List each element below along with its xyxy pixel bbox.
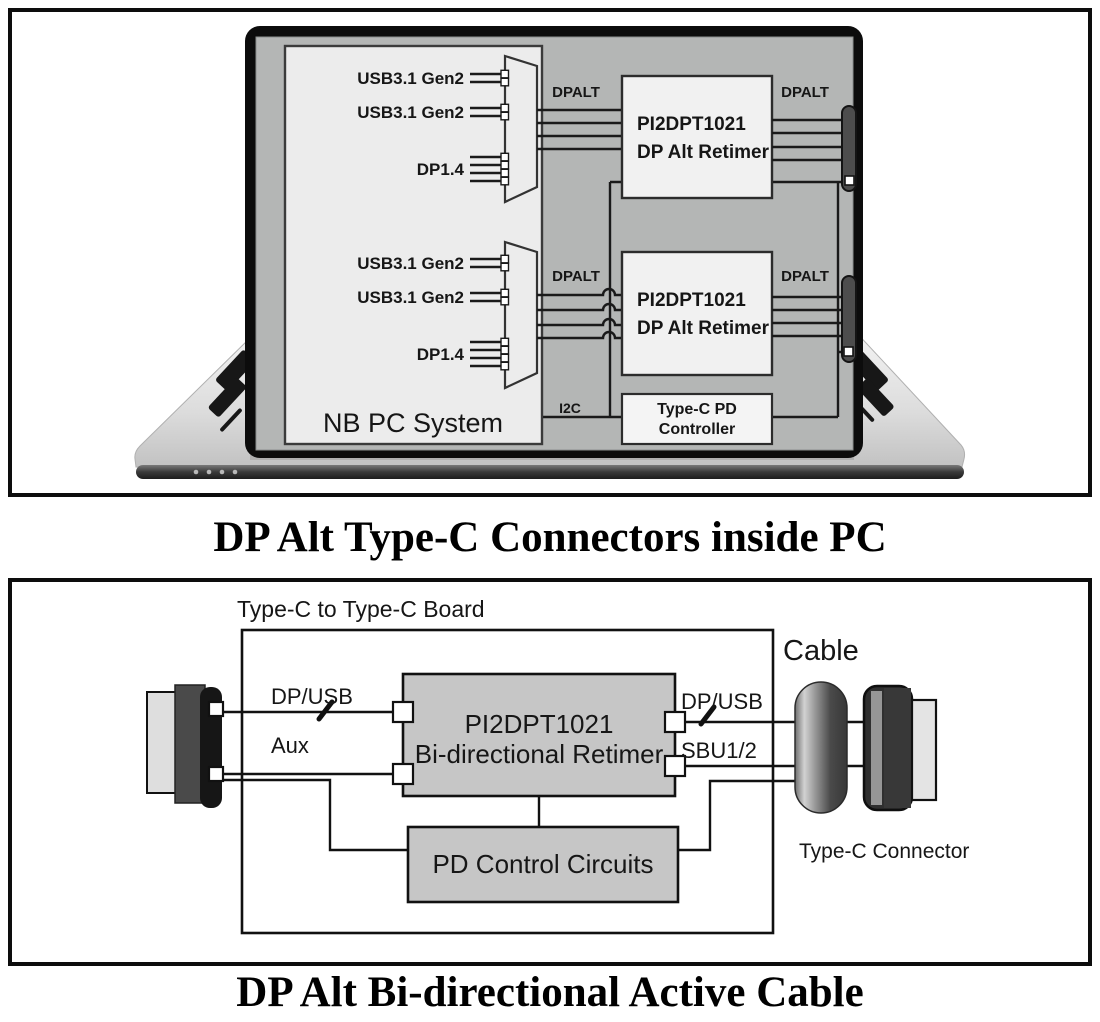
retimer-name: PI2DPT1021 [465, 709, 614, 739]
bus-slash-right [698, 704, 717, 727]
retimer2-name: PI2DPT1021 [637, 290, 746, 311]
retimer-pin-out-bottom [663, 754, 687, 778]
figure1-diagram: USB3.1 Gen2 USB3.1 Gen2 DP1.4 USB3.1 Gen… [134, 26, 966, 479]
bidirectional-retimer-box [401, 672, 677, 798]
board-label: Type-C to Type-C Board [237, 596, 485, 622]
mux-pins-group2 [500, 254, 510, 371]
dpalt-lines-left-2 [537, 287, 622, 340]
dpalt-label-right-2: DPALT [781, 268, 829, 285]
right-type-c-connector [862, 684, 938, 812]
retimer-chip-1 [620, 74, 774, 200]
mux-pins-group1 [500, 69, 510, 186]
i2c-label: I2C [559, 400, 581, 416]
figure1-caption: DP Alt Type-C Connectors inside PC [213, 514, 887, 561]
aux-label: Aux [271, 733, 309, 758]
usb-label-1b: USB3.1 Gen2 [357, 103, 464, 122]
usb-label-2a: USB3.1 Gen2 [357, 254, 464, 273]
figure2-diagram: Type-C to Type-C Board Cable Type-C Conn… [146, 596, 969, 935]
retimer-pin-out-top [663, 710, 687, 734]
cable-label: Cable [783, 635, 859, 667]
retimer1-desc: DP Alt Retimer [637, 142, 770, 163]
retimer1-name: PI2DPT1021 [637, 114, 746, 135]
retimer2-desc: DP Alt Retimer [637, 318, 770, 339]
figure1-frame: USB3.1 Gen2 USB3.1 Gen2 DP1.4 USB3.1 Gen… [8, 8, 1092, 497]
port-lines-group2 [470, 254, 510, 371]
figure2-frame: Type-C to Type-C Board Cable Type-C Conn… [8, 578, 1092, 966]
front-edge-dots [193, 469, 238, 475]
dp-label-1: DP1.4 [417, 160, 465, 179]
nb-pc-system-label: NB PC System [323, 408, 503, 438]
dpalt-lines-left-1 [537, 108, 622, 151]
type-c-port-1 [841, 105, 857, 192]
type-c-connector-label: Type-C Connector [799, 840, 969, 863]
retimer-desc: Bi-directional Retimer [415, 739, 664, 769]
pd-control-box [406, 825, 680, 904]
dp-usb-label-right: DP/USB [681, 689, 763, 714]
left-connector-pin-top [207, 700, 225, 718]
dpalt-label-left-1: DPALT [552, 84, 600, 101]
retimer-pin-in-top [391, 700, 415, 724]
usb-label-1a: USB3.1 Gen2 [357, 69, 464, 88]
pd-controller-line2: Controller [659, 421, 735, 438]
figure2-labels: Type-C to Type-C Board Cable Type-C Conn… [237, 596, 969, 879]
laptop-front-edge [136, 465, 964, 479]
left-type-c-connector [146, 684, 225, 808]
dp-label-2: DP1.4 [417, 345, 465, 364]
usb-label-2b: USB3.1 Gen2 [357, 288, 464, 307]
retimer-chip-2 [620, 250, 774, 377]
bus-slash-left [316, 699, 335, 722]
cable-shape [794, 681, 848, 814]
dpalt-lines-right-2 [772, 295, 842, 338]
pd-control-label: PD Control Circuits [432, 849, 653, 879]
dpalt-label-right-1: DPALT [781, 84, 829, 101]
dpalt-label-left-2: DPALT [552, 268, 600, 285]
port-lines-group1 [470, 69, 510, 186]
mux-shape-2 [503, 240, 539, 390]
retimer-pin-in-bottom [391, 762, 415, 786]
figure1-labels: USB3.1 Gen2 USB3.1 Gen2 DP1.4 USB3.1 Gen… [323, 69, 829, 438]
left-connector-pin-bottom [207, 765, 225, 783]
sbu-label: SBU1/2 [681, 738, 757, 763]
figure2-wires [223, 710, 866, 852]
cc-pin-port-1 [844, 175, 855, 186]
cc-pin-port-2 [843, 346, 854, 357]
nb-pc-system-box [283, 44, 544, 446]
dp-usb-label-left: DP/USB [271, 684, 353, 709]
pd-controller-line1: Type-C PD [657, 401, 737, 418]
pd-controller-box [620, 392, 774, 446]
figure2-caption: DP Alt Bi-directional Active Cable [236, 969, 864, 1016]
mux-shape-1 [503, 54, 539, 204]
type-c-port-2 [841, 275, 857, 363]
dpalt-lines-right-1 [772, 118, 842, 162]
